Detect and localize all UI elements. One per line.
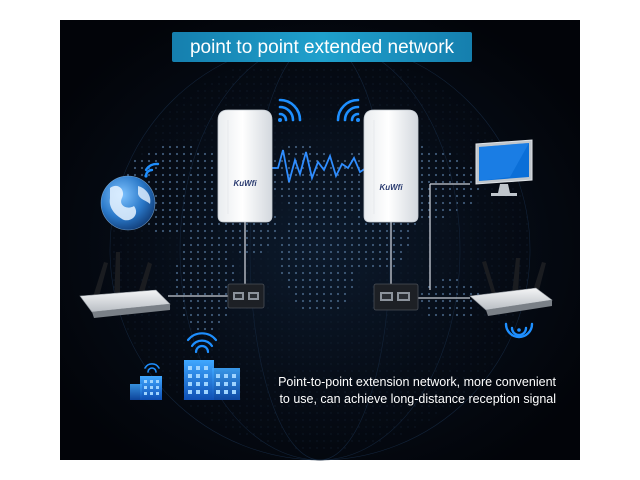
device-brand-label: KuWfi (233, 179, 257, 188)
wifi-icon (278, 98, 302, 122)
signal-waveform (270, 149, 367, 183)
wifi-icon (144, 162, 160, 178)
page-title: point to point extended network (190, 37, 455, 58)
wifi-icon (336, 98, 360, 122)
cpe-device-left: KuWfi (217, 109, 273, 223)
wifi-icon (504, 322, 534, 339)
caption: Point-to-point extension network, more c… (278, 375, 556, 406)
poe-injector-icon (227, 283, 265, 309)
poe-injector-icon (373, 283, 419, 311)
device-brand-label: KuWfi (379, 183, 403, 192)
router-icon (79, 252, 171, 318)
building-icon (184, 332, 240, 400)
building-icon (130, 363, 162, 400)
globe-icon (100, 175, 156, 231)
monitor-icon (475, 139, 533, 196)
router-icon (469, 258, 553, 316)
caption-line-1: Point-to-point extension network, more c… (278, 375, 556, 389)
cables (168, 183, 470, 299)
title-banner: point to point extended network (172, 32, 472, 62)
caption-line-2: to use, can achieve long-distance recept… (279, 392, 556, 406)
cpe-device-right: KuWfi (363, 109, 419, 223)
